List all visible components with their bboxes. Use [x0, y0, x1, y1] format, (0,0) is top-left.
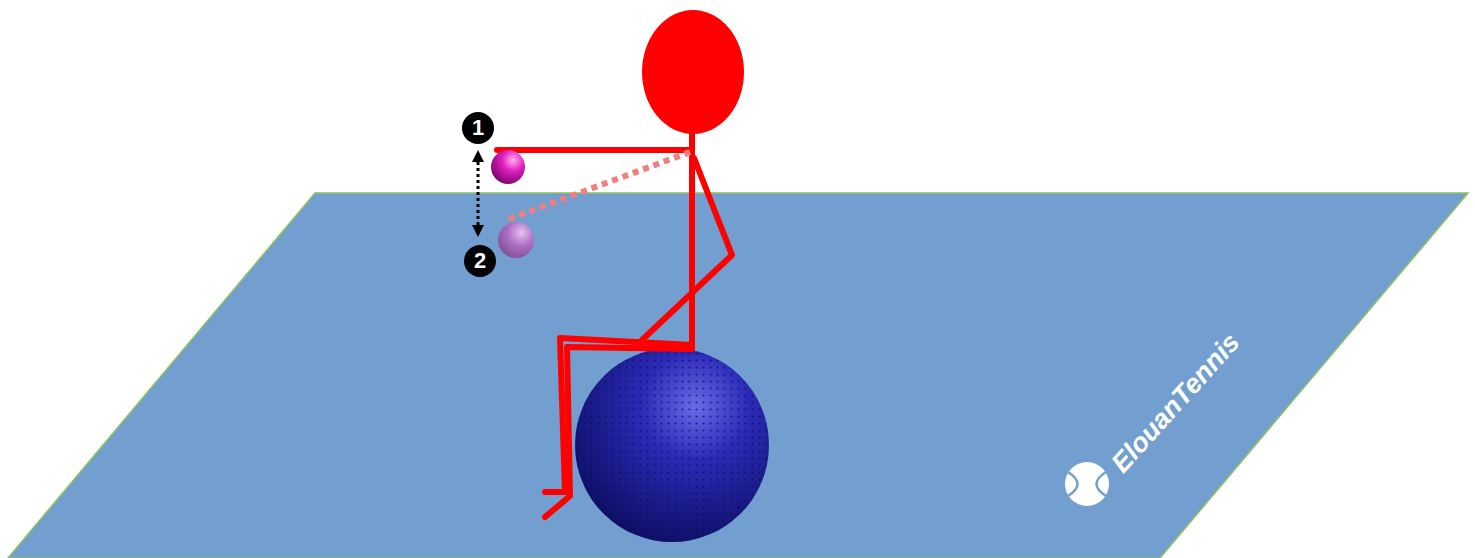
- callout-number: 1: [472, 117, 484, 139]
- leg: [545, 347, 692, 517]
- arm-lowered-dotted: [506, 152, 690, 220]
- logo-ball: [1065, 462, 1109, 506]
- ball-position-1: [491, 150, 525, 184]
- logo-seam: [1068, 472, 1078, 496]
- head: [642, 10, 744, 134]
- movement-arrow: [477, 156, 480, 231]
- exercise-ball: [575, 348, 769, 542]
- logo-seam: [1097, 472, 1107, 496]
- stick-figure: [497, 130, 732, 517]
- ball-position-2: [498, 222, 534, 258]
- callout-circle: [462, 112, 494, 144]
- callout-circle: [464, 245, 496, 277]
- tennis-ball-logo: [1065, 462, 1109, 506]
- extended-arm: [497, 147, 692, 153]
- callout-number: 2: [474, 250, 486, 272]
- bent-arm: [642, 158, 732, 340]
- ball-texture: [575, 348, 769, 542]
- court-plane: [8, 193, 1468, 558]
